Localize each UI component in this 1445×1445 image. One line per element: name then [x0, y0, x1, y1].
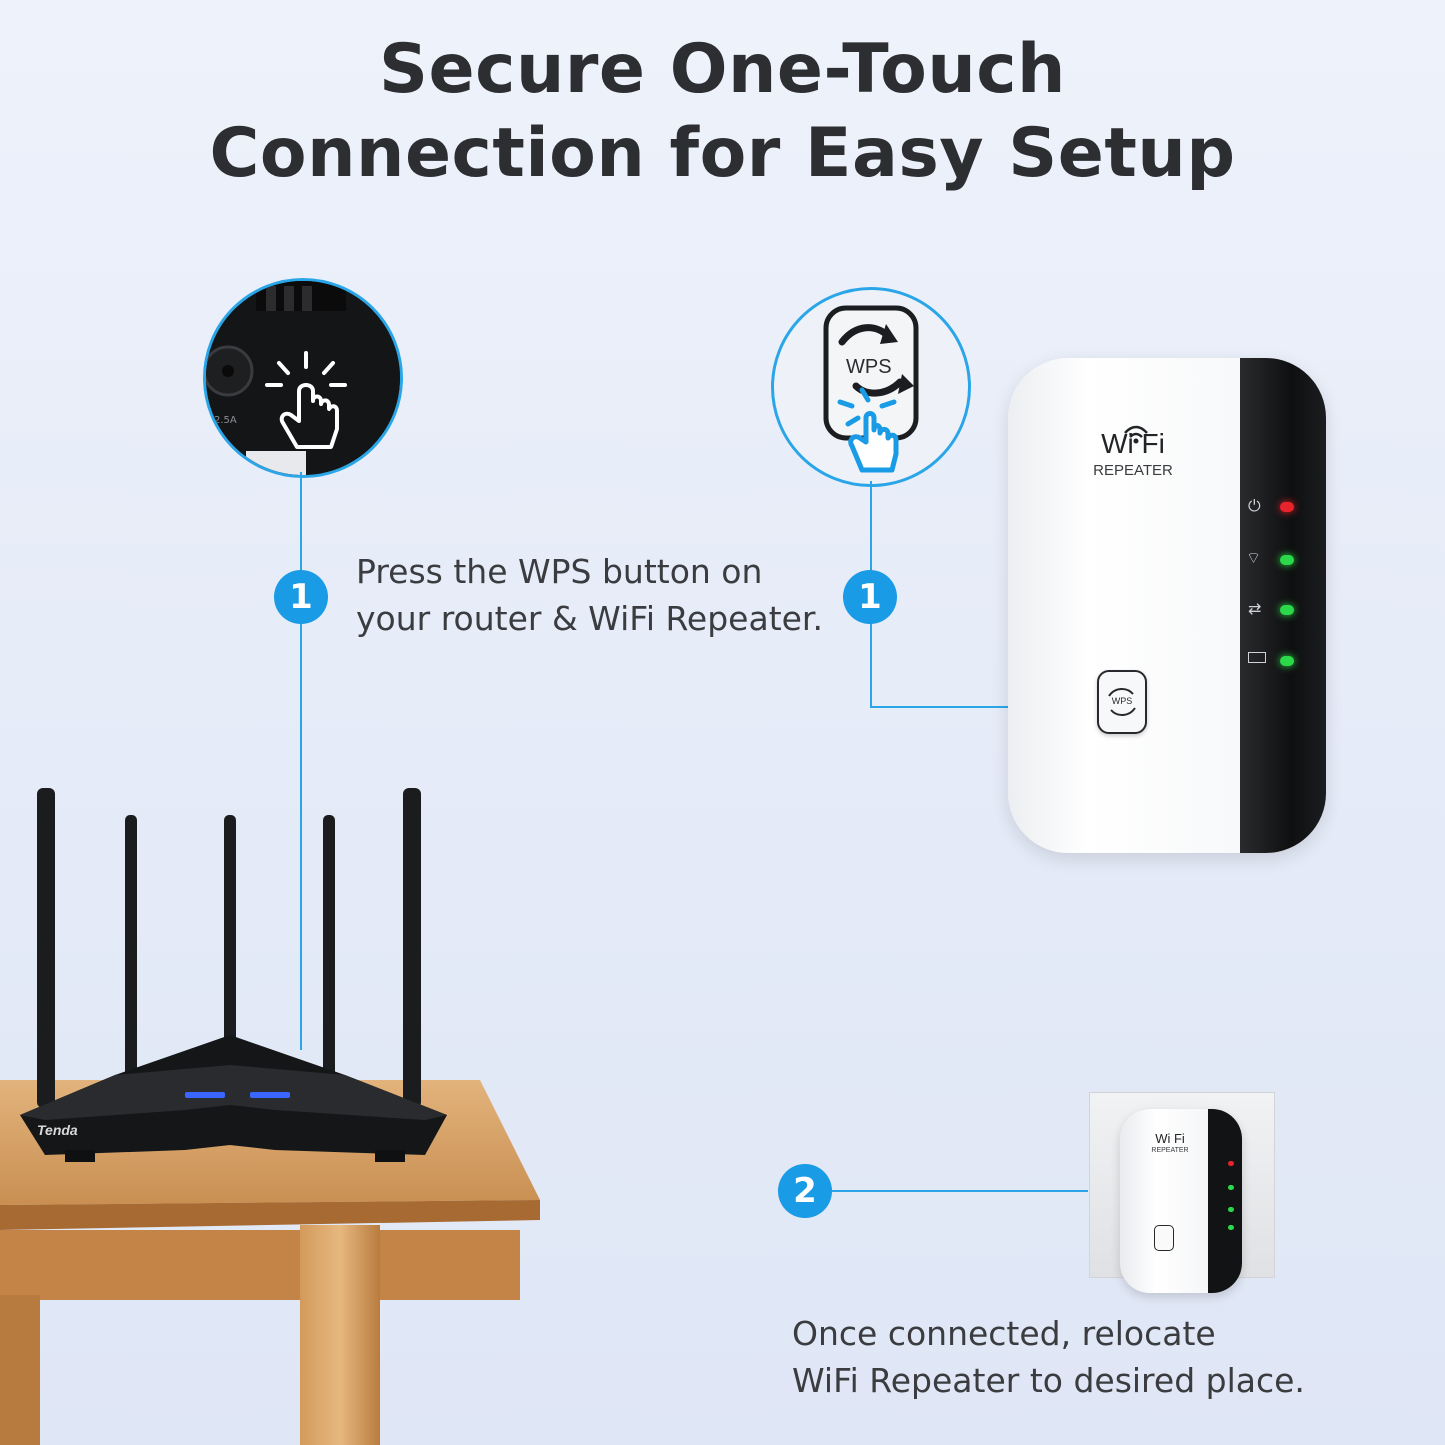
small-repeater-subtitle: REPEATER [1151, 1147, 1189, 1154]
step2-line2: WiFi Repeater to desired place. [792, 1361, 1305, 1400]
step2-line1: Once connected, relocate [792, 1314, 1216, 1353]
zoom-wps-label: WPS [846, 356, 892, 378]
wps-arrows-icon [1108, 688, 1136, 716]
router: Tenda [20, 788, 447, 1162]
transfer-icon: ⇄ [1248, 599, 1262, 618]
tap-hand-icon [265, 351, 347, 449]
step1-line2: your router & WiFi Repeater. [356, 599, 823, 638]
router-connector-line [300, 472, 302, 1050]
step2-badge: 2 [778, 1164, 832, 1218]
power-rating: 2.5A [214, 415, 237, 426]
step1-line1: Press the WPS button on [356, 552, 763, 591]
signal-icon: ⌔ [1246, 548, 1262, 567]
step1-instruction: Press the WPS button on your router & Wi… [356, 548, 856, 642]
step1-badge: 1 [274, 570, 328, 624]
router-wps-closeup: 2.5A [206, 281, 400, 475]
repeater-connector-horizontal [870, 706, 1090, 708]
ethernet-icon [1248, 652, 1266, 663]
small-wps-button [1154, 1225, 1174, 1251]
router-brand: Tenda [37, 1122, 78, 1138]
wifi-led [1280, 555, 1294, 565]
repeater-wps-zoom: WPS [771, 287, 971, 487]
small-repeater: Wi Fi REPEATER [1120, 1109, 1242, 1293]
small-power-led [1228, 1161, 1234, 1166]
headline: Secure One-Touch Connection for Easy Set… [0, 28, 1445, 196]
repeater-brand: Wi Fi [1101, 428, 1165, 459]
step2-connector-line [832, 1190, 1088, 1192]
wall-socket: Wi Fi REPEATER [1089, 1092, 1275, 1293]
small-repeater-side [1208, 1109, 1242, 1293]
repeater-wps-closeup [823, 305, 919, 473]
step2-instruction: Once connected, relocate WiFi Repeater t… [792, 1310, 1352, 1404]
transfer-led [1280, 605, 1294, 615]
small-ethernet-led [1228, 1225, 1234, 1230]
power-icon: ⏻ [1248, 496, 1261, 515]
small-wifi-led [1228, 1185, 1234, 1190]
ethernet-led [1280, 656, 1294, 666]
small-transfer-led [1228, 1207, 1234, 1212]
wps-button-label: WPS [1111, 696, 1133, 706]
repeater-step1-badge: 1 [843, 570, 897, 624]
router-wps-zoom: 2.5A [203, 278, 403, 478]
small-repeater-brand: Wi Fi [1155, 1131, 1185, 1146]
wifi-repeater-device: Wi Fi REPEATER ⏻ ⌔ ⇄ WPS [1008, 358, 1326, 853]
wps-button[interactable]: WPS [1097, 670, 1147, 734]
power-led [1280, 502, 1294, 512]
headline-line2: Connection for Easy Setup [209, 114, 1236, 193]
repeater-subtitle: REPEATER [1093, 462, 1173, 479]
wifi-icon [1124, 425, 1148, 444]
headline-line1: Secure One-Touch [379, 30, 1066, 109]
